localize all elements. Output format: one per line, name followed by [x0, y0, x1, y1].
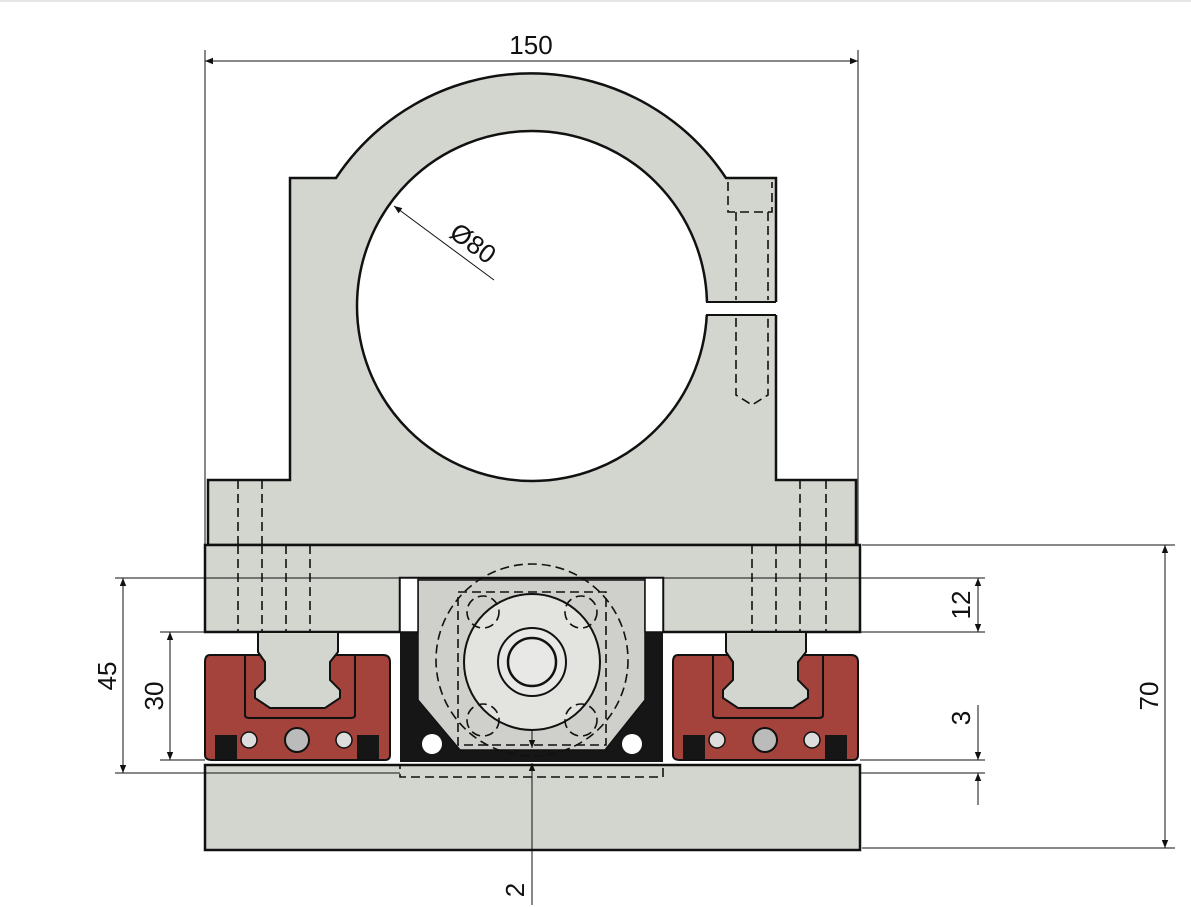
linear-carriage-left — [204, 631, 391, 761]
dim-label-12: 12 — [946, 591, 976, 620]
ballscrew-nut-block — [399, 563, 664, 778]
screw-icon — [240, 731, 258, 749]
dim-label-70: 70 — [1134, 682, 1164, 711]
dimension-3: 3 — [860, 705, 985, 805]
grease-nipple-icon — [284, 727, 310, 753]
dimension-30: 30 — [139, 631, 205, 761]
spindle-bore — [355, 129, 709, 483]
mount-hole-icon — [622, 734, 642, 754]
dim-label-30: 30 — [139, 682, 169, 711]
dimension-70: 70 — [862, 544, 1175, 849]
dimension-150: 150 — [204, 30, 859, 545]
dim-label-45: 45 — [92, 662, 122, 691]
dim-label-width: 150 — [509, 30, 552, 60]
mount-hole-icon — [422, 734, 442, 754]
dim-label-3: 3 — [946, 711, 976, 725]
dimension-45: 45 — [92, 577, 400, 774]
linear-carriage-right — [672, 631, 859, 761]
dimension-2: 2 — [500, 730, 536, 905]
dimension-12: 12 — [663, 577, 985, 633]
screw-icon — [335, 731, 353, 749]
dim-label-2: 2 — [500, 883, 530, 897]
spindle-clamp — [206, 72, 858, 547]
clamp-slot — [700, 302, 778, 315]
